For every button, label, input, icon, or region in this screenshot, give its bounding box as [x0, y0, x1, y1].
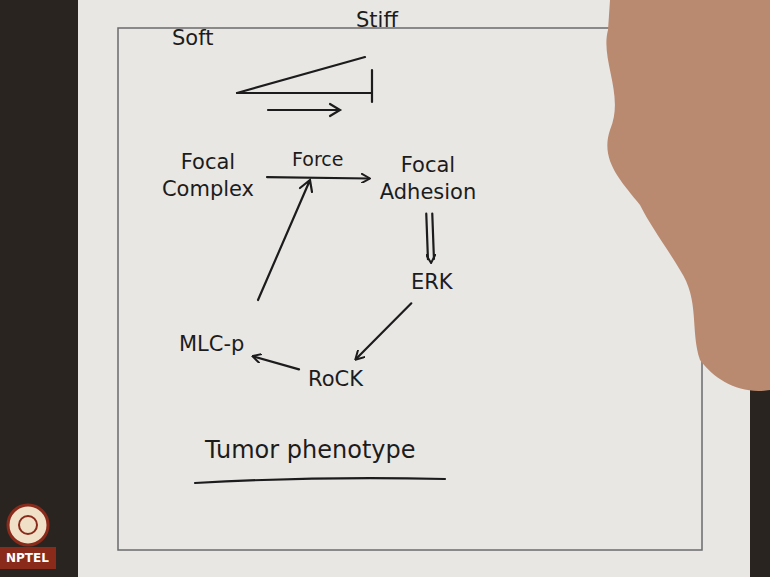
node-text: ERK: [411, 269, 453, 296]
logo-text: NPTEL: [6, 551, 49, 565]
annotation-label: Soft: [172, 26, 213, 50]
node-text: MLC-p: [179, 331, 244, 358]
signal-arrow: [267, 177, 369, 178]
stiffness-wedge: [237, 92, 372, 94]
nptel-logo: [0, 505, 56, 569]
stiffness-wedge: [237, 57, 365, 93]
node-text: RoCK: [308, 366, 363, 393]
hand: [606, 0, 770, 391]
concept-node: Focal Complex: [153, 146, 263, 207]
annotation-label: Tumor phenotype: [205, 436, 416, 464]
concept-node: MLC-p: [174, 328, 249, 361]
stiffness-wedge: [371, 70, 373, 102]
underline: [195, 478, 445, 483]
annotation-label: Stiff: [356, 8, 398, 32]
signal-arrow: [426, 213, 434, 262]
gradient-arrow: [268, 104, 340, 116]
signal-arrow: [253, 356, 299, 369]
concept-node: Focal Adhesion: [373, 149, 483, 210]
edge-label: Force: [289, 148, 346, 170]
node-text: Focal Adhesion: [378, 152, 478, 207]
page-border: [118, 28, 702, 550]
node-text: Focal Complex: [158, 149, 258, 204]
concept-node: RoCK: [303, 363, 368, 396]
signal-arrow: [356, 303, 411, 359]
feedback-arrow: [258, 180, 312, 300]
concept-node: ERK: [406, 266, 458, 299]
